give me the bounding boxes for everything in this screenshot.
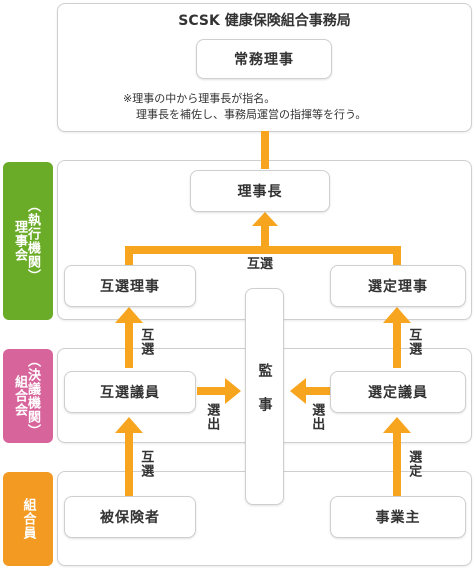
edge-label-directors-chairman: 互選 (247, 257, 274, 272)
managing-director-box: 常務理事 (196, 39, 332, 79)
auditor-label: 監事 (256, 362, 273, 431)
edge-label-councilor-auditor-left: 選出 (204, 403, 220, 431)
decision-label-main: 組合会 (12, 375, 27, 417)
appointed-director-box: 選定理事 (330, 265, 466, 307)
decision-label-sub: （決議機関） (25, 354, 40, 438)
mutual-councilor-box: 互選議員 (64, 371, 196, 413)
employer-box: 事業主 (330, 496, 466, 538)
mutual-director-box: 互選理事 (64, 265, 196, 307)
appointed-councilor-box: 選定議員 (330, 371, 466, 413)
edge-label-councilor-auditor-right: 選出 (309, 403, 325, 431)
executive-label-main: 理事会 (12, 220, 27, 262)
note-line-1: ※理事の中から理事長が指名。 (123, 92, 276, 105)
edge-label-insured-councilor: 互選 (138, 450, 154, 478)
office-title: SCSK 健康保険組合事務局 (178, 13, 351, 29)
edge-label-councilor-director-left: 互選 (138, 328, 154, 356)
members-label-main: 組合員 (20, 498, 36, 540)
insured-box: 被保険者 (64, 496, 196, 538)
chairman-box: 理事長 (190, 170, 330, 212)
note-line-2: 理事長を補佐し、事務局運営の指揮等を行う。 (136, 108, 367, 121)
edge-label-councilor-director-right: 互選 (406, 328, 422, 356)
auditor-box: 監事 (245, 288, 284, 505)
executive-label-sub: （執行機関） (25, 199, 40, 283)
executive-label: 理事会 （執行機関） (3, 162, 53, 320)
decision-label: 組合会 （決議機関） (3, 349, 53, 443)
edge-label-employer-councilor: 選定 (406, 450, 422, 478)
members-label: 組合員 (3, 472, 53, 566)
